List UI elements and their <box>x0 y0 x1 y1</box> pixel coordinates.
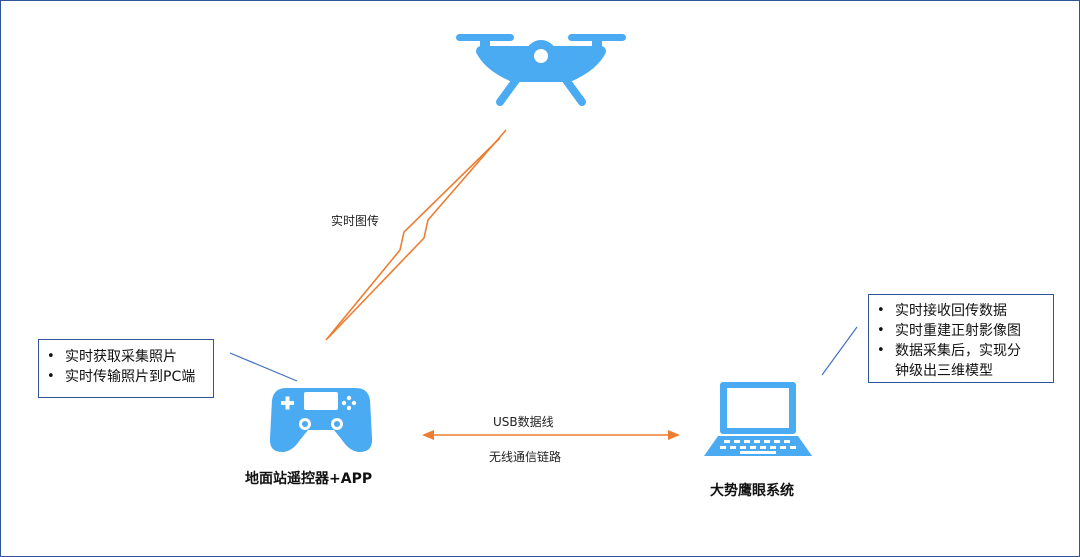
usb-wireless-link-arrow <box>422 430 680 440</box>
drone-icon <box>456 34 626 106</box>
gamepad-icon <box>269 388 373 452</box>
laptop-icon <box>704 382 812 456</box>
eagle-eye-bullet: 实时接收回传数据 <box>869 301 1053 321</box>
ground-station-bullet: 实时传输照片到PC端 <box>39 367 213 387</box>
ground-station-bullet: 实时获取采集照片 <box>39 347 213 367</box>
eagle-eye-bullet: 数据采集后，实现分 <box>869 341 1053 361</box>
eagle-eye-title: 大势鹰眼系统 <box>710 483 794 499</box>
ground-station-note: 实时获取采集照片 实时传输照片到PC端 <box>38 339 214 398</box>
wireless-link-label: 无线通信链路 <box>489 450 562 464</box>
eagle-eye-note: 实时接收回传数据 实时重建正射影像图 数据采集后，实现分 钟级出三维模型 <box>868 294 1054 383</box>
ground-station-title: 地面站遥控器+APP <box>245 471 373 487</box>
eagle-eye-note-connector <box>821 326 858 376</box>
image-transmission-label: 实时图传 <box>331 214 380 228</box>
image-transmission-link <box>325 129 507 341</box>
ground-station-note-connector <box>229 352 298 382</box>
usb-cable-label: USB数据线 <box>493 415 554 429</box>
eagle-eye-bullet: 实时重建正射影像图 <box>869 321 1053 341</box>
eagle-eye-bullet-continuation: 钟级出三维模型 <box>895 363 993 379</box>
